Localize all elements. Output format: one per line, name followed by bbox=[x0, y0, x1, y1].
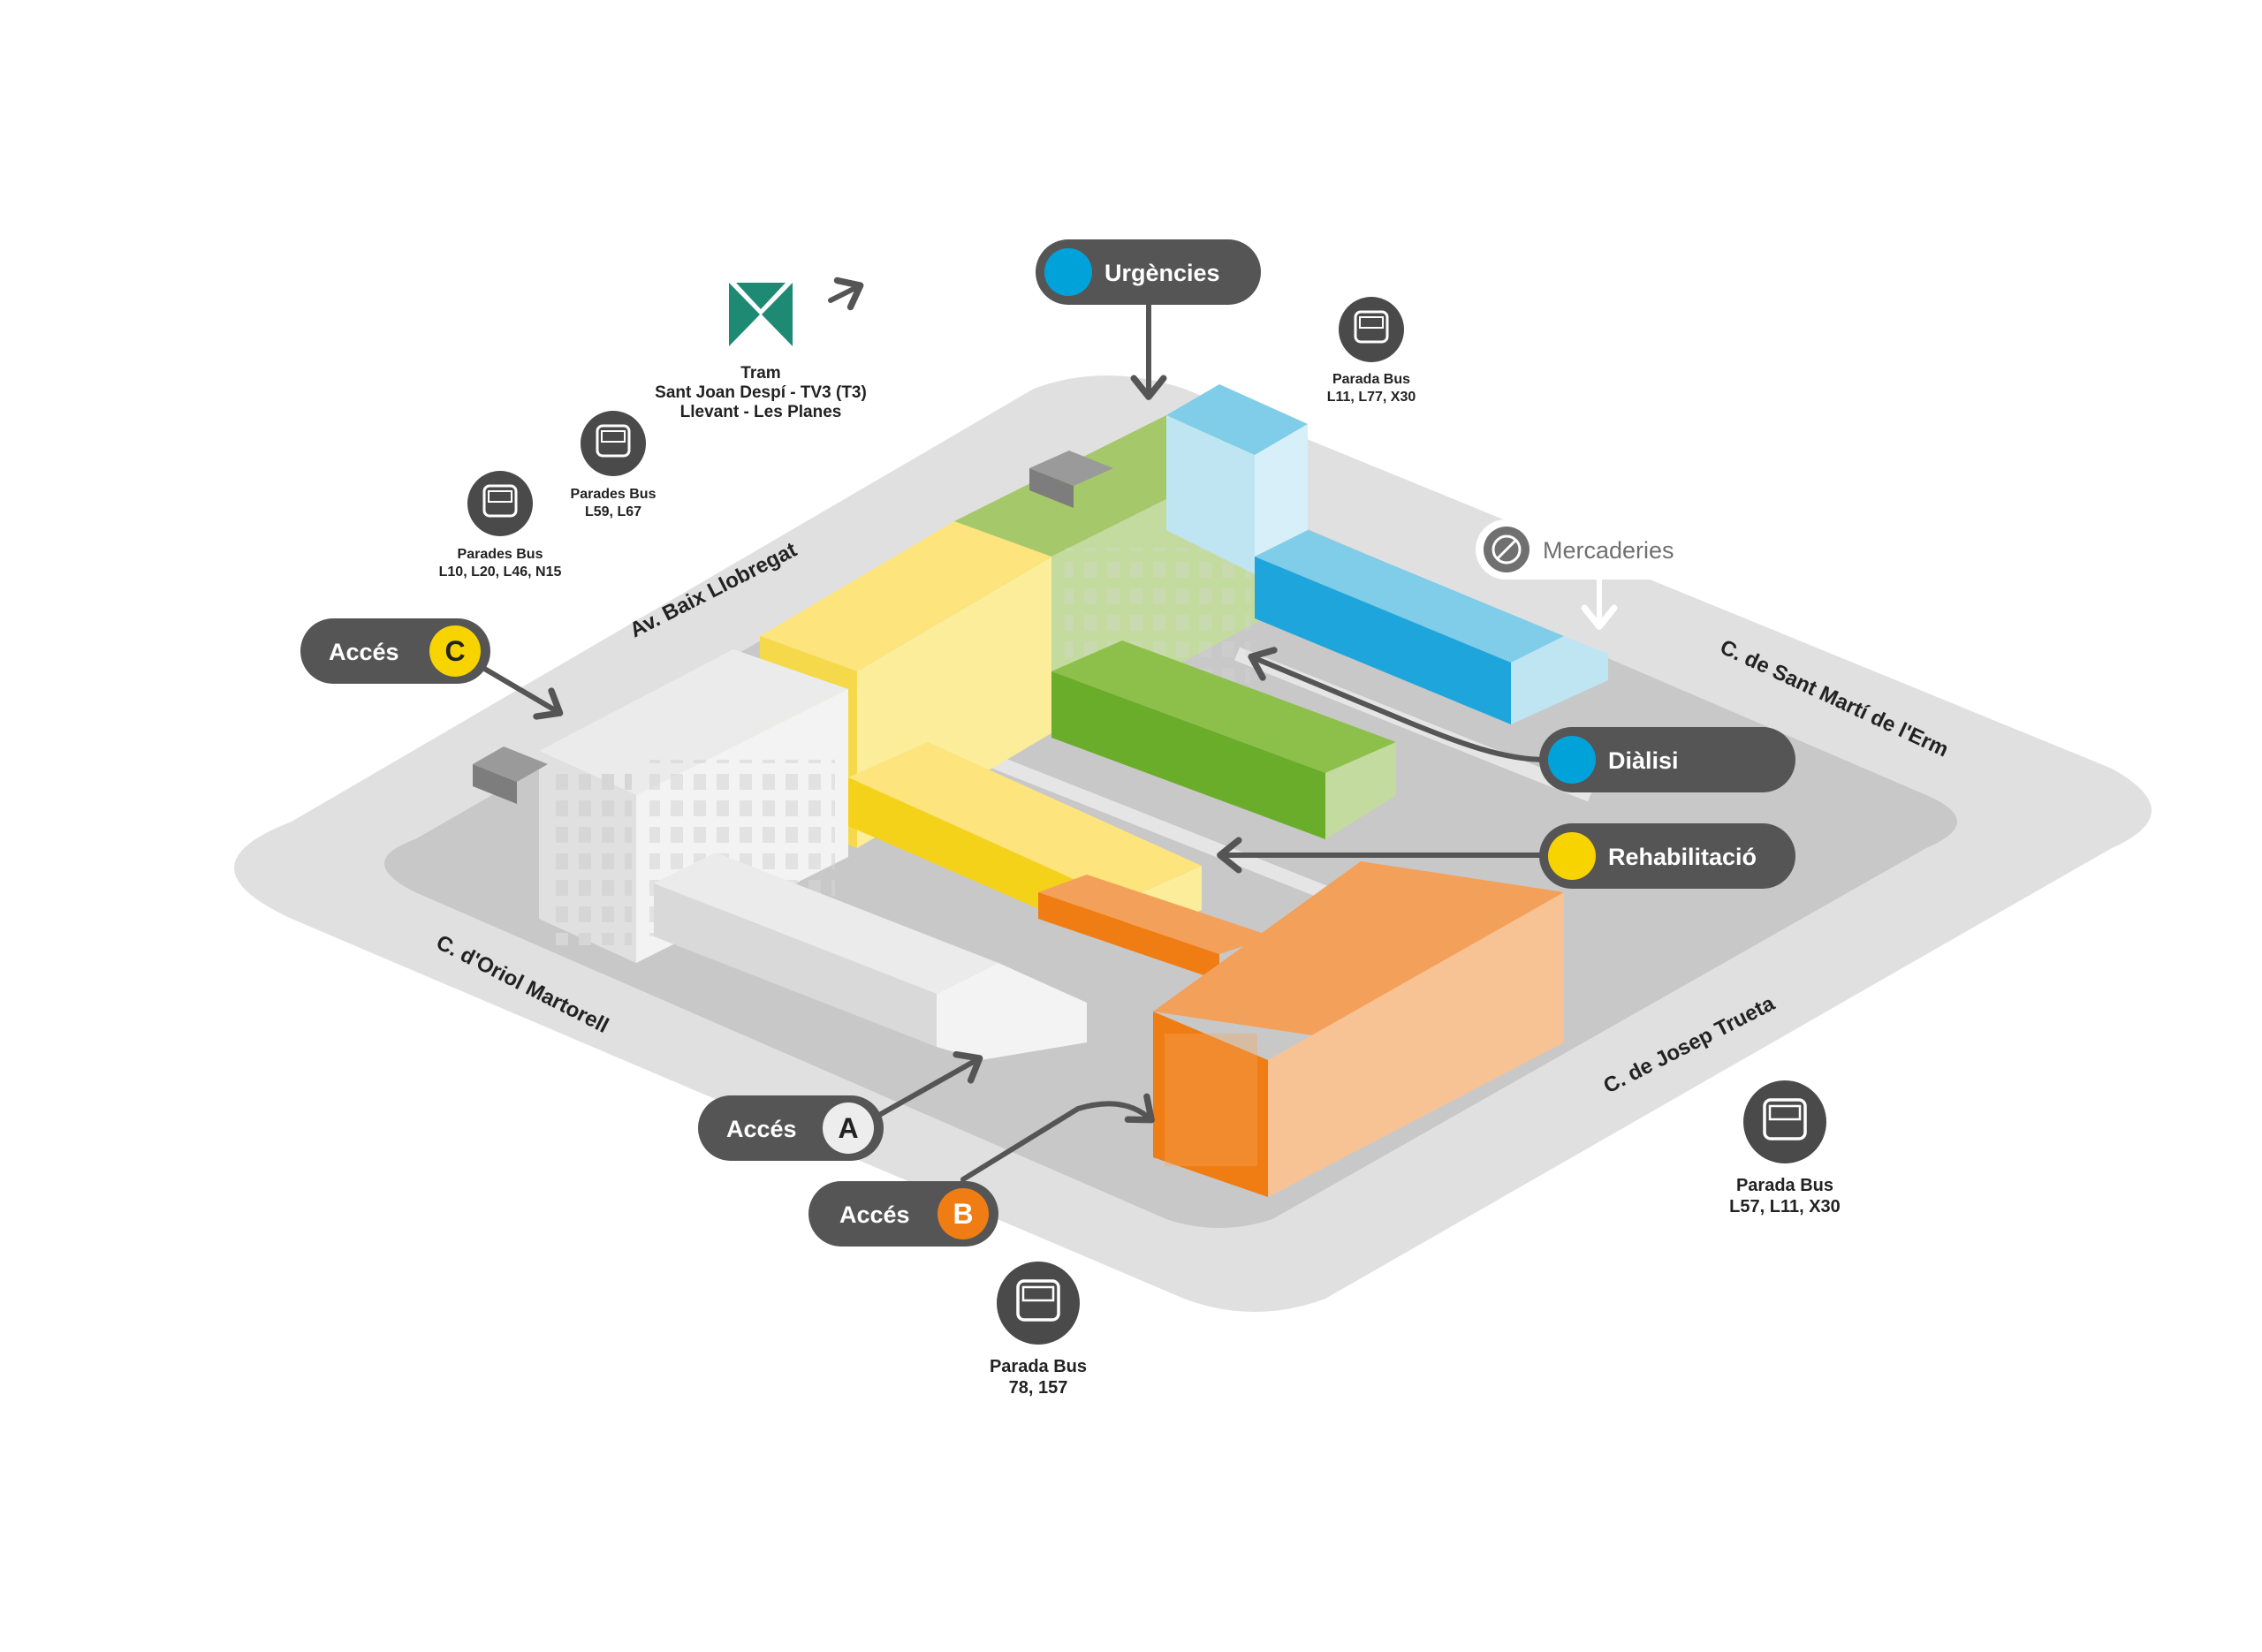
rehabilitacio-dot bbox=[1548, 832, 1596, 880]
dialisi-dot bbox=[1548, 736, 1596, 784]
dialisi-button[interactable]: Diàlisi bbox=[1539, 727, 1795, 792]
rehabilitacio-button[interactable]: Rehabilitació bbox=[1539, 823, 1795, 889]
bus-stop-4-lines: L57, L11, X30 bbox=[1729, 1197, 1841, 1216]
building-grey-annex bbox=[473, 451, 1113, 804]
bus-stop-2-label: Parades Bus bbox=[571, 487, 657, 502]
building-white-low bbox=[654, 853, 1087, 1060]
building-orange-bridge bbox=[1038, 875, 1272, 981]
access-a-badge bbox=[823, 1103, 874, 1154]
access-b-badge bbox=[937, 1188, 989, 1239]
tram-logo-icon bbox=[729, 283, 793, 346]
access-c-badge bbox=[429, 625, 481, 677]
bus-stop-5-label: Parada Bus bbox=[990, 1357, 1087, 1376]
tram-line-t3: Sant Joan Despí - TV3 (T3) bbox=[655, 383, 867, 402]
bus-stop-5[interactable]: Parada Bus 78, 157 bbox=[990, 1262, 1087, 1398]
bus-stop-4-label: Parada Bus bbox=[1736, 1176, 1833, 1195]
urgencies-dot bbox=[1044, 248, 1092, 296]
access-a-label: Accés bbox=[726, 1116, 797, 1142]
bus-stop-1[interactable]: Parades Bus L10, L20, L46, N15 bbox=[439, 471, 562, 580]
bus-stop-3-lines: L11, L77, X30 bbox=[1327, 390, 1416, 405]
building-orange-main bbox=[1153, 861, 1564, 1197]
bus-stop-4[interactable]: Parada Bus L57, L11, X30 bbox=[1729, 1080, 1841, 1216]
urgencies-label: Urgències bbox=[1104, 260, 1220, 286]
building-blue-dialisi bbox=[1255, 530, 1608, 724]
access-b-letter: B bbox=[953, 1198, 973, 1230]
bus-stop-2-lines: L59, L67 bbox=[585, 504, 641, 519]
bus-icon bbox=[997, 1262, 1080, 1345]
access-b-button[interactable]: Accés B bbox=[808, 1181, 998, 1247]
bus-icon bbox=[467, 471, 533, 536]
rehabilitacio-label: Rehabilitació bbox=[1608, 844, 1757, 870]
mercaderies-button[interactable]: Mercaderies bbox=[1476, 519, 1688, 580]
bus-icon bbox=[1339, 297, 1404, 362]
dialisi-label: Diàlisi bbox=[1608, 747, 1679, 774]
access-c-label: Accés bbox=[329, 639, 399, 665]
bus-stop-1-lines: L10, L20, L46, N15 bbox=[439, 565, 562, 580]
tram-title: Tram bbox=[740, 364, 780, 383]
arrows bbox=[479, 277, 1558, 1182]
mercaderies-label: Mercaderies bbox=[1543, 537, 1674, 564]
tram-stop[interactable]: Tram Sant Joan Despí - TV3 (T3) Llevant … bbox=[655, 283, 867, 421]
access-a-letter: A bbox=[838, 1112, 858, 1144]
tram-line-llevant: Llevant - Les Planes bbox=[680, 403, 842, 421]
urgencies-button[interactable]: Urgències bbox=[1036, 239, 1261, 305]
bus-stop-3[interactable]: Parada Bus L11, L77, X30 bbox=[1327, 297, 1416, 405]
bus-stop-2[interactable]: Parades Bus L59, L67 bbox=[571, 411, 657, 519]
bus-stop-5-lines: 78, 157 bbox=[1009, 1378, 1068, 1398]
bus-stop-1-label: Parades Bus bbox=[458, 547, 543, 562]
bus-icon bbox=[1743, 1080, 1826, 1163]
access-c-button[interactable]: Accés C bbox=[300, 618, 490, 684]
access-b-label: Accés bbox=[839, 1201, 910, 1228]
bus-stop-3-label: Parada Bus bbox=[1332, 372, 1410, 387]
access-a-button[interactable]: Accés A bbox=[698, 1095, 884, 1161]
building-green-wing bbox=[1051, 640, 1396, 839]
bus-icon bbox=[581, 411, 646, 476]
building-blue-tower bbox=[1166, 384, 1308, 574]
access-c-letter: C bbox=[444, 635, 465, 667]
